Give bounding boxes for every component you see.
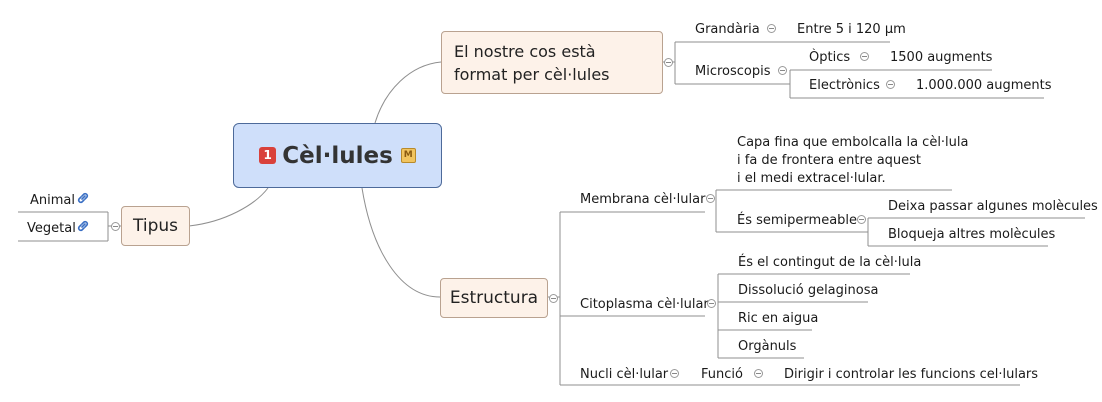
grandaria-label[interactable]: Grandària (695, 22, 760, 37)
citoplasma-item-1[interactable]: És el contingut de la cèl·lula (738, 255, 922, 270)
collapse-funcio-icon[interactable] (754, 369, 763, 378)
central-topic-title: Cèl·lules (282, 142, 393, 169)
membrana-desc-line1[interactable]: Capa fina que embolcalla la cèl·lula (737, 135, 969, 150)
collapse-microscopis-icon[interactable] (778, 66, 787, 75)
marker-icon: M (400, 148, 416, 163)
collapse-electronics-icon[interactable] (886, 80, 895, 89)
tipus-item-vegetal[interactable]: Vegetal (27, 221, 76, 236)
collapse-nucli-icon[interactable] (670, 369, 679, 378)
citoplasma-item-3[interactable]: Ric en aigua (738, 311, 819, 326)
membrana-desc-line3[interactable]: i el medi extracel·lular. (737, 171, 886, 186)
grandaria-value[interactable]: Entre 5 i 120 µm (797, 22, 906, 37)
membrana-label[interactable]: Membrana cèl·lular (580, 192, 706, 207)
tipus-item-animal[interactable]: Animal (30, 193, 75, 208)
hyperlink-icon[interactable] (75, 218, 91, 234)
citoplasma-item-2[interactable]: Dissolució gelaginosa (738, 283, 879, 298)
collapse-membrana-icon[interactable] (706, 194, 715, 203)
topic-tipus[interactable]: Tipus (121, 206, 190, 246)
funcio-value[interactable]: Dirigir i controlar les funcions cel·lul… (784, 367, 1039, 382)
nucli-label[interactable]: Nucli cèl·lular (580, 367, 669, 382)
collapse-tipus-icon[interactable] (111, 222, 120, 231)
funcio-label[interactable]: Funció (701, 367, 743, 382)
optics-value[interactable]: 1500 augments (890, 50, 993, 65)
topic-estructura[interactable]: Estructura (440, 278, 548, 318)
semipermeable-item-1[interactable]: Deixa passar algunes molècules (888, 199, 1098, 214)
collapse-optics-icon[interactable] (860, 52, 869, 61)
central-topic[interactable]: 1 Cèl·lules M (233, 123, 442, 188)
topic-estructura-label: Estructura (449, 288, 539, 308)
membrana-desc-line2[interactable]: i fa de frontera entre aquest (737, 153, 922, 168)
semipermeable-label[interactable]: És semipermeable (737, 213, 858, 228)
optics-label[interactable]: Òptics (809, 50, 851, 65)
topic-tipus-label: Tipus (132, 216, 178, 236)
electronics-value[interactable]: 1.000.000 augments (916, 78, 1052, 93)
electronics-label[interactable]: Electrònics (809, 78, 880, 93)
priority-1-icon: 1 (259, 147, 277, 164)
topic-cos-label: El nostre cos està format per cèl·lules (454, 42, 610, 84)
citoplasma-label[interactable]: Citoplasma cèl·lular (580, 297, 709, 312)
collapse-estructura-icon[interactable] (549, 294, 558, 303)
citoplasma-item-4[interactable]: Orgànuls (738, 339, 797, 354)
collapse-citoplasma-icon[interactable] (707, 299, 716, 308)
collapse-cos-icon[interactable] (664, 58, 673, 67)
semipermeable-item-2[interactable]: Bloqueja altres molècules (888, 227, 1056, 242)
collapse-semipermeable-icon[interactable] (857, 215, 866, 224)
hyperlink-icon[interactable] (75, 190, 91, 206)
topic-cos[interactable]: El nostre cos està format per cèl·lules (441, 31, 663, 94)
microscopis-label[interactable]: Microscopis (695, 64, 771, 79)
collapse-grandaria-icon[interactable] (767, 24, 776, 33)
